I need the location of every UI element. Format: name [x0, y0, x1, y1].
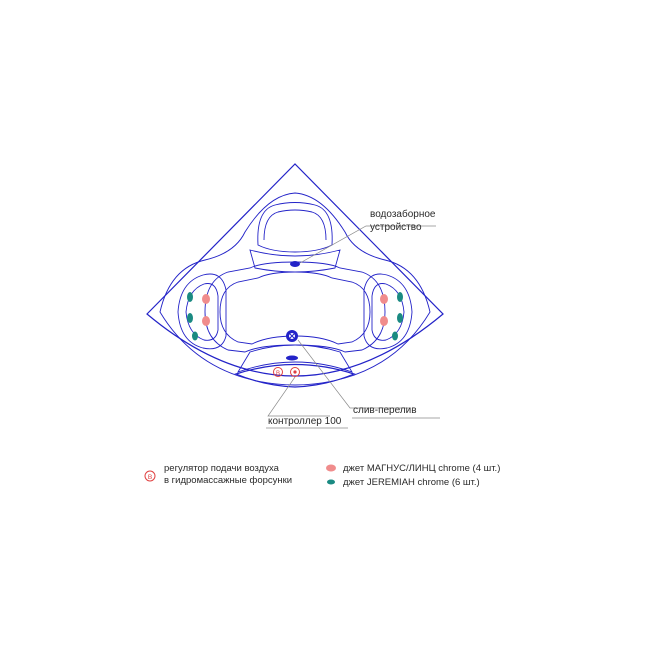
jet-magnus [380, 316, 388, 326]
leader-controller [267, 376, 330, 417]
legend-air-regulator: B регулятор подачи воздуха в гидромассаж… [144, 463, 292, 486]
jet-jeremiah [397, 292, 403, 302]
drain-overflow [286, 330, 298, 342]
right-seat-inner [371, 283, 405, 341]
jet-jeremiah [187, 292, 193, 302]
label-water-intake-2: устройство [370, 222, 422, 233]
top-seat [257, 202, 333, 253]
legend-air-regulator-text-1: регулятор подачи воздуха [164, 463, 280, 474]
label-controller: контроллер 100 [268, 416, 342, 427]
legend-jet-jeremiah-text: джет JEREMIAH chrome (6 шт.) [343, 477, 480, 488]
basin-inner [219, 271, 371, 345]
label-overflow-drain: слив-перелив [353, 405, 417, 416]
front-step [236, 344, 354, 373]
jet-jeremiah [392, 331, 398, 341]
jet-magnus [202, 316, 210, 326]
water-intake-device [290, 261, 300, 267]
front-panel [234, 363, 356, 388]
jet-jeremiah [192, 331, 198, 341]
controller-symbol [290, 367, 300, 377]
legend: B регулятор подачи воздуха в гидромассаж… [144, 463, 500, 488]
jet-magnus [202, 294, 210, 304]
bath-outer-contour [146, 163, 444, 377]
bath-rim [159, 192, 431, 386]
legend-jet-jeremiah: джет JEREMIAH chrome (6 шт.) [327, 477, 480, 488]
legend-air-regulator-letter: B [148, 474, 152, 481]
jet-magnus [380, 294, 388, 304]
bottom-drain [286, 355, 298, 361]
basin-outer [204, 261, 386, 353]
air-regulator-symbol: B [273, 367, 283, 377]
left-seat [177, 273, 227, 350]
top-seat-inner [263, 209, 327, 241]
legend-air-regulator-text-2: в гидромассажные форсунки [164, 475, 292, 486]
right-seat [363, 273, 413, 350]
leader-water-intake [299, 225, 436, 264]
air-regulator-letter: B [276, 371, 280, 377]
jet-jeremiah [187, 313, 193, 323]
legend-jet-magnus-text: джет МАГНУС/ЛИНЦ chrome (4 шт.) [343, 463, 500, 474]
leader-overflow [297, 339, 410, 409]
top-seat-step [249, 249, 341, 273]
legend-jet-magnus: джет МАГНУС/ЛИНЦ chrome (4 шт.) [326, 463, 500, 474]
label-water-intake-1: водозаборное [370, 208, 436, 220]
left-seat-inner [185, 283, 219, 341]
jet-jeremiah [397, 313, 403, 323]
